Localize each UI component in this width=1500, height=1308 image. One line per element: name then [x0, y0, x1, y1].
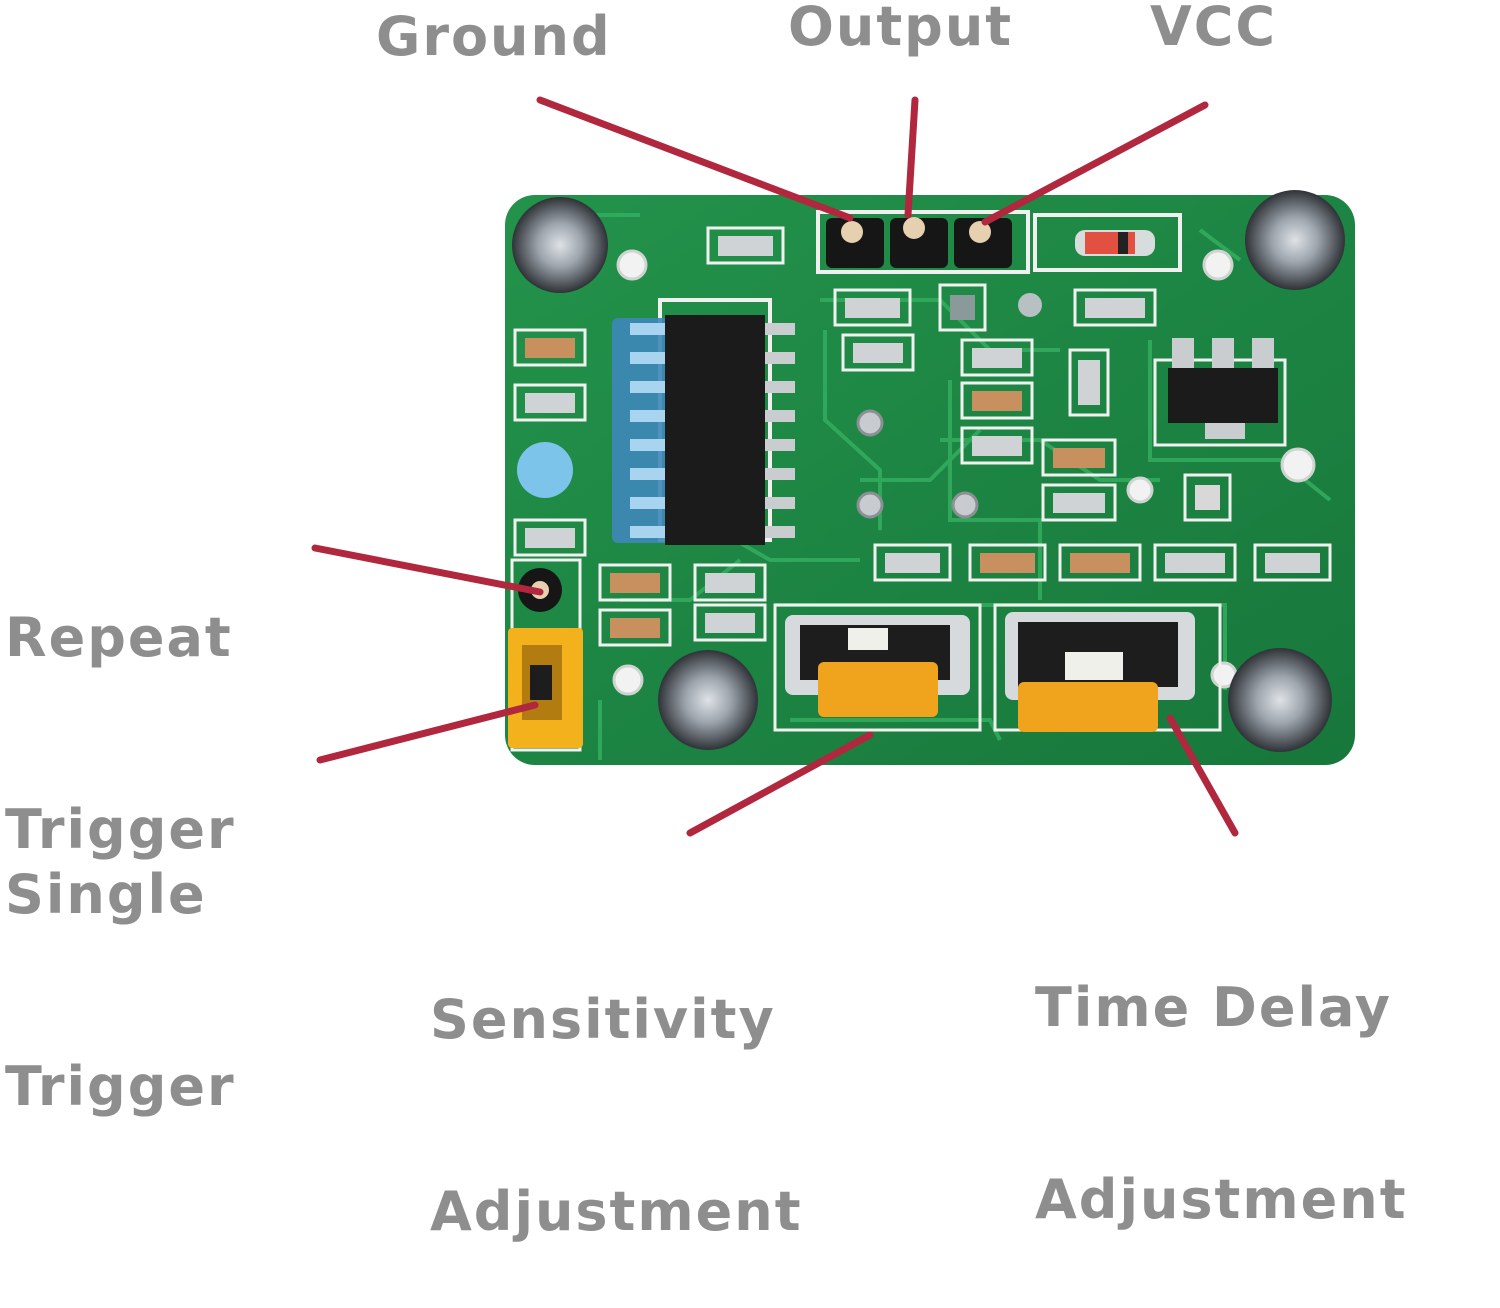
- single-trigger-label-line1: Single: [5, 863, 207, 926]
- capacitor-top-right: [1245, 190, 1345, 290]
- mounting-hole-center: [1126, 476, 1154, 504]
- sensitivity-label-line1: Sensitivity: [430, 988, 776, 1051]
- time-delay-label-line2: Adjustment: [1035, 1168, 1408, 1231]
- capacitor-top-left: [512, 197, 608, 293]
- leader-lines: [311, 96, 1239, 837]
- output-leader-line: [904, 96, 919, 219]
- sensitivity-label: Sensitivity Adjustment: [430, 860, 803, 1308]
- single-trigger-label: Single Trigger: [5, 735, 236, 1183]
- repeat-trigger-leader-line: [311, 544, 544, 596]
- sensitivity-label-line2: Adjustment: [430, 1180, 803, 1243]
- output-label: Output: [788, 0, 1014, 58]
- vias: [856, 409, 979, 519]
- mounting-hole-top-left: [616, 249, 648, 281]
- single-trigger-leader-line: [316, 701, 539, 764]
- diode: [1033, 213, 1182, 272]
- pir-sensor-board-diagram: [311, 96, 1355, 837]
- time-delay-leader-line: [1166, 714, 1239, 837]
- pin-output: [903, 217, 925, 239]
- trigger-jumper: [508, 558, 583, 752]
- capacitors: [512, 190, 1345, 752]
- repeat-trigger-label: Repeat Trigger: [5, 478, 236, 926]
- blue-hole-left: [517, 442, 573, 498]
- pin-vcc: [969, 221, 991, 243]
- single-trigger-label-line2: Trigger: [5, 1055, 236, 1118]
- pin-header: [816, 210, 1030, 274]
- time-delay-potentiometer: [993, 603, 1222, 732]
- capacitor-bottom-left: [658, 650, 758, 750]
- ground-label: Ground: [376, 5, 612, 68]
- pcb-traces: [560, 213, 1332, 760]
- mounting-hole-right: [1280, 447, 1316, 483]
- mounting-hole-top-right: [1202, 249, 1234, 281]
- main-ic: [612, 298, 795, 545]
- time-delay-label: Time Delay Adjustment: [1035, 848, 1408, 1296]
- sensitivity-leader-line: [686, 731, 874, 837]
- ground-leader-line: [536, 96, 854, 222]
- mounting-hole-bottom-left: [612, 664, 644, 696]
- repeat-trigger-label-line2: Trigger: [5, 798, 236, 861]
- smd-components: [513, 226, 1332, 647]
- pin-ground: [841, 221, 863, 243]
- voltage-regulator: [1153, 338, 1287, 447]
- repeat-trigger-label-line1: Repeat: [5, 606, 233, 669]
- vcc-label: VCC: [1150, 0, 1278, 58]
- vcc-leader-line: [981, 101, 1209, 226]
- time-delay-label-line1: Time Delay: [1035, 976, 1392, 1039]
- sensitivity-potentiometer: [773, 603, 982, 732]
- capacitor-bottom-right: [1228, 648, 1332, 752]
